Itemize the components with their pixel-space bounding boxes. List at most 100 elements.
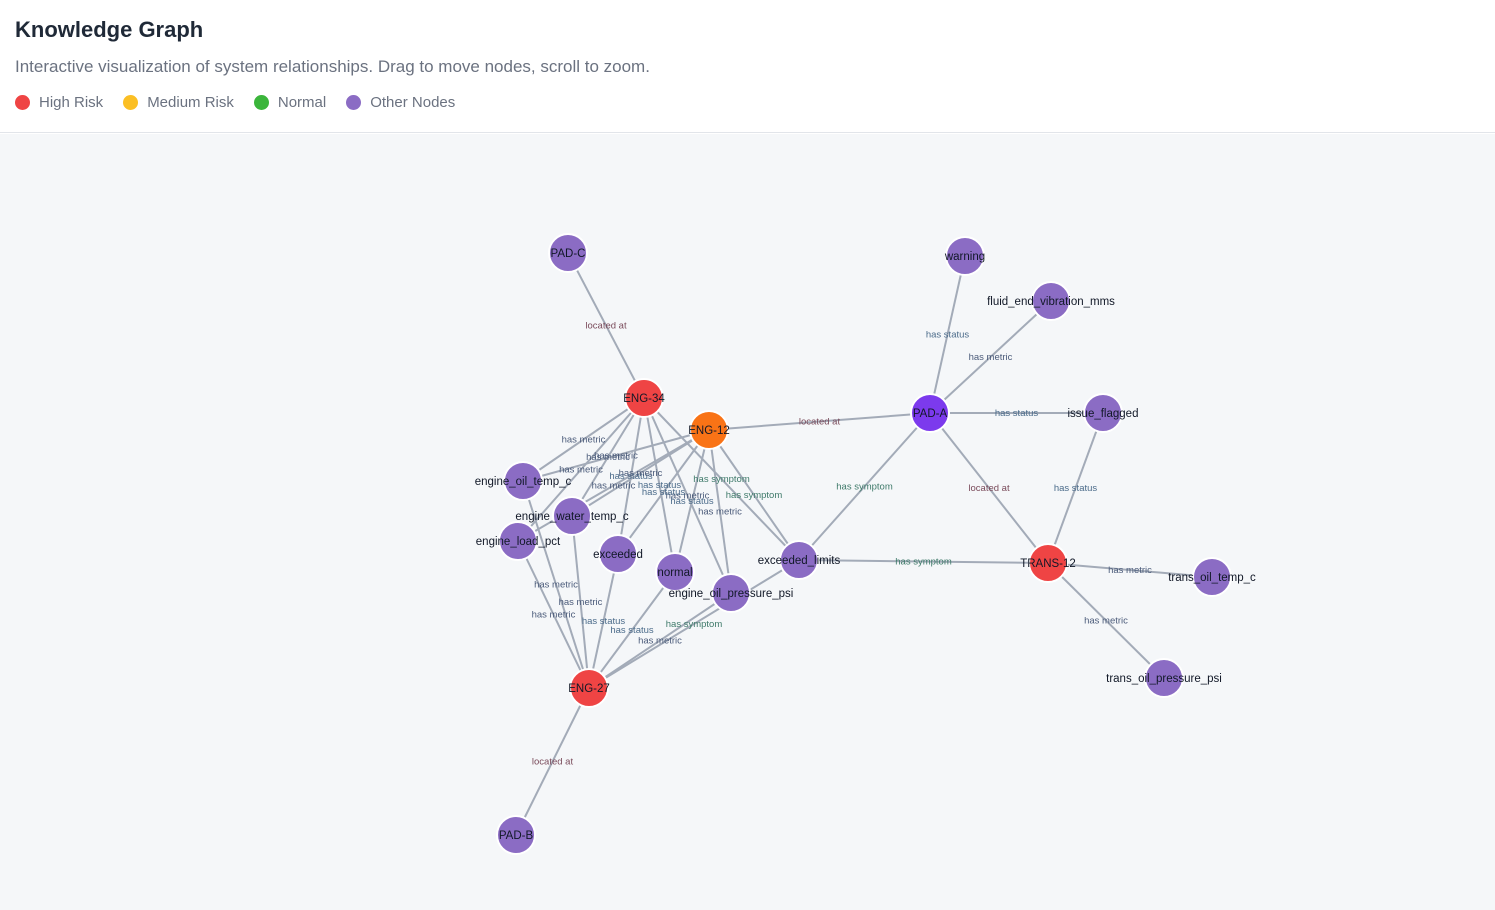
edge-trans-12-exceeded-limits bbox=[798, 559, 1049, 564]
node-warning[interactable]: warning bbox=[944, 236, 985, 276]
edge-eng-12-normal bbox=[674, 429, 710, 573]
node-circle[interactable] bbox=[779, 540, 819, 580]
node-trans-oil-pressure-psi[interactable]: trans_oil_pressure_psi bbox=[1106, 658, 1222, 698]
node-circle[interactable] bbox=[598, 534, 638, 574]
node-exceeded[interactable]: exceeded bbox=[593, 534, 643, 574]
edge-label: located at bbox=[799, 417, 841, 428]
edge-eng-27-engine-load-pct bbox=[517, 540, 590, 689]
node-circle[interactable] bbox=[1083, 393, 1123, 433]
node-label: TRANS-12 bbox=[1020, 558, 1076, 570]
node-label: ENG-27 bbox=[568, 683, 610, 695]
edge-eng-34-exceeded-limits bbox=[643, 397, 800, 561]
node-circle[interactable] bbox=[569, 668, 609, 708]
edge-label: has symptom bbox=[726, 490, 783, 501]
edge-label: has metric bbox=[592, 481, 636, 492]
edge-label: has metric bbox=[666, 491, 710, 502]
edge-label: has metric bbox=[532, 610, 576, 621]
node-circle[interactable] bbox=[548, 233, 588, 273]
node-eng-27[interactable]: ENG-27 bbox=[568, 668, 610, 708]
edge-eng-27-engine-oil-pressure-psi bbox=[588, 592, 732, 689]
edge-label: has metric bbox=[559, 465, 603, 476]
node-trans-oil-temp-c[interactable]: trans_oil_temp_c bbox=[1168, 557, 1256, 597]
edge-eng-34-engine-load-pct bbox=[517, 397, 645, 542]
edge-label: has metric bbox=[562, 435, 606, 446]
edge-trans-12-trans-oil-temp-c bbox=[1047, 562, 1213, 578]
edge-label: has symptom bbox=[895, 557, 952, 568]
node-eng-12[interactable]: ENG-12 bbox=[688, 410, 730, 450]
node-normal[interactable]: normal bbox=[655, 552, 695, 592]
node-circle[interactable] bbox=[1144, 658, 1184, 698]
page-title: Knowledge Graph bbox=[15, 17, 204, 42]
node-eng-34[interactable]: ENG-34 bbox=[623, 378, 665, 418]
knowledge-graph-svg[interactable]: located at has metric has metric has metric… bbox=[0, 134, 1495, 910]
node-circle[interactable] bbox=[945, 236, 985, 276]
edge-eng-12-exceeded-limits bbox=[708, 429, 800, 561]
edge-eng-12-engine-oil-temp-c bbox=[522, 429, 710, 482]
node-circle[interactable] bbox=[910, 393, 950, 433]
legend-label: Normal bbox=[277, 94, 327, 111]
edge-trans-12-issue-flagged bbox=[1047, 412, 1104, 564]
legend-item-medium-risk: Medium Risk bbox=[123, 94, 234, 111]
node-label: PAD-C bbox=[551, 248, 586, 260]
node-circle[interactable] bbox=[503, 461, 543, 501]
node-engine-oil-temp-c[interactable]: engine_oil_temp_c bbox=[475, 461, 572, 501]
edge-label: has status bbox=[642, 487, 686, 498]
legend-item-high-risk: High Risk bbox=[15, 94, 103, 111]
legend-label: Other Nodes bbox=[370, 94, 456, 111]
node-circle[interactable] bbox=[498, 521, 538, 561]
node-label: engine_oil_temp_c bbox=[475, 476, 572, 488]
purple-dot-icon bbox=[346, 95, 362, 110]
node-pad-a[interactable]: PAD-A bbox=[910, 393, 950, 433]
edge-label: has symptom bbox=[666, 619, 723, 630]
red-dot-icon bbox=[15, 95, 30, 110]
edge-trans-12-trans-oil-pressure-psi bbox=[1047, 562, 1165, 679]
edge-label: has status bbox=[995, 408, 1039, 419]
node-engine-load-pct[interactable]: engine_load_pct bbox=[476, 521, 561, 561]
node-trans-12[interactable]: TRANS-12 bbox=[1020, 543, 1076, 583]
node-label: engine_water_temp_c bbox=[515, 511, 628, 523]
edge-pad-a-warning bbox=[929, 255, 966, 414]
graph-canvas[interactable]: located at has metric has metric has metric… bbox=[0, 134, 1495, 910]
node-circle[interactable] bbox=[711, 573, 751, 613]
edge-label: has metric bbox=[586, 452, 630, 463]
node-circle[interactable] bbox=[1031, 281, 1071, 321]
node-engine-water-temp-c[interactable]: engine_water_temp_c bbox=[515, 496, 629, 536]
edge-eng-27-engine-oil-temp-c bbox=[522, 480, 590, 689]
edge-label: has metric bbox=[1084, 616, 1128, 627]
node-circle[interactable] bbox=[689, 410, 729, 450]
edge-trans-12-pad-a bbox=[929, 412, 1049, 564]
node-engine-oil-pressure-psi[interactable]: engine_oil_pressure_psi bbox=[669, 573, 794, 613]
node-label: engine_oil_pressure_psi bbox=[669, 588, 794, 600]
node-circle[interactable] bbox=[655, 552, 695, 592]
node-pad-b[interactable]: PAD-B bbox=[496, 815, 536, 855]
edge-label: has metric bbox=[534, 580, 578, 591]
edge-label: has metric bbox=[698, 507, 742, 518]
legend-label: Medium Risk bbox=[147, 94, 234, 111]
node-label: ENG-12 bbox=[688, 425, 730, 437]
edge-pad-a-exceeded-limits bbox=[798, 412, 931, 561]
node-fluid-end-vibration-mms[interactable]: fluid_end_vibration_mms bbox=[987, 281, 1115, 321]
edge-eng-34-normal bbox=[643, 397, 676, 573]
page-header: Knowledge Graph Interactive visualizatio… bbox=[0, 0, 1495, 133]
nodes-layer: PAD-C warningfluid_end_vibration_mmsENG-3… bbox=[475, 233, 1256, 855]
yellow-dot-icon bbox=[123, 95, 139, 110]
edge-eng-34-engine-oil-pressure-psi bbox=[643, 397, 732, 594]
edge-label: has status bbox=[610, 625, 654, 636]
edge-label: has status bbox=[582, 616, 626, 627]
edge-eng-27-engine-water-temp-c bbox=[571, 515, 590, 689]
node-exceeded-limits[interactable]: exceeded_limits bbox=[758, 540, 841, 580]
node-circle[interactable] bbox=[1192, 557, 1232, 597]
node-label: issue_flagged bbox=[1068, 408, 1139, 420]
node-circle[interactable] bbox=[552, 496, 592, 536]
edge-label: has metric bbox=[969, 352, 1013, 363]
edge-label: located at bbox=[968, 483, 1010, 494]
node-pad-c[interactable]: PAD-C bbox=[548, 233, 588, 273]
edge-eng-27-pad-b bbox=[515, 687, 590, 836]
edge-label: has symptom bbox=[693, 474, 750, 485]
node-issue-flagged[interactable]: issue_flagged bbox=[1068, 393, 1139, 433]
node-circle[interactable] bbox=[496, 815, 536, 855]
node-circle[interactable] bbox=[624, 378, 664, 418]
legend-item-normal: Normal bbox=[253, 94, 327, 111]
edge-eng-34-pad-c bbox=[567, 252, 645, 399]
node-circle[interactable] bbox=[1028, 543, 1068, 583]
